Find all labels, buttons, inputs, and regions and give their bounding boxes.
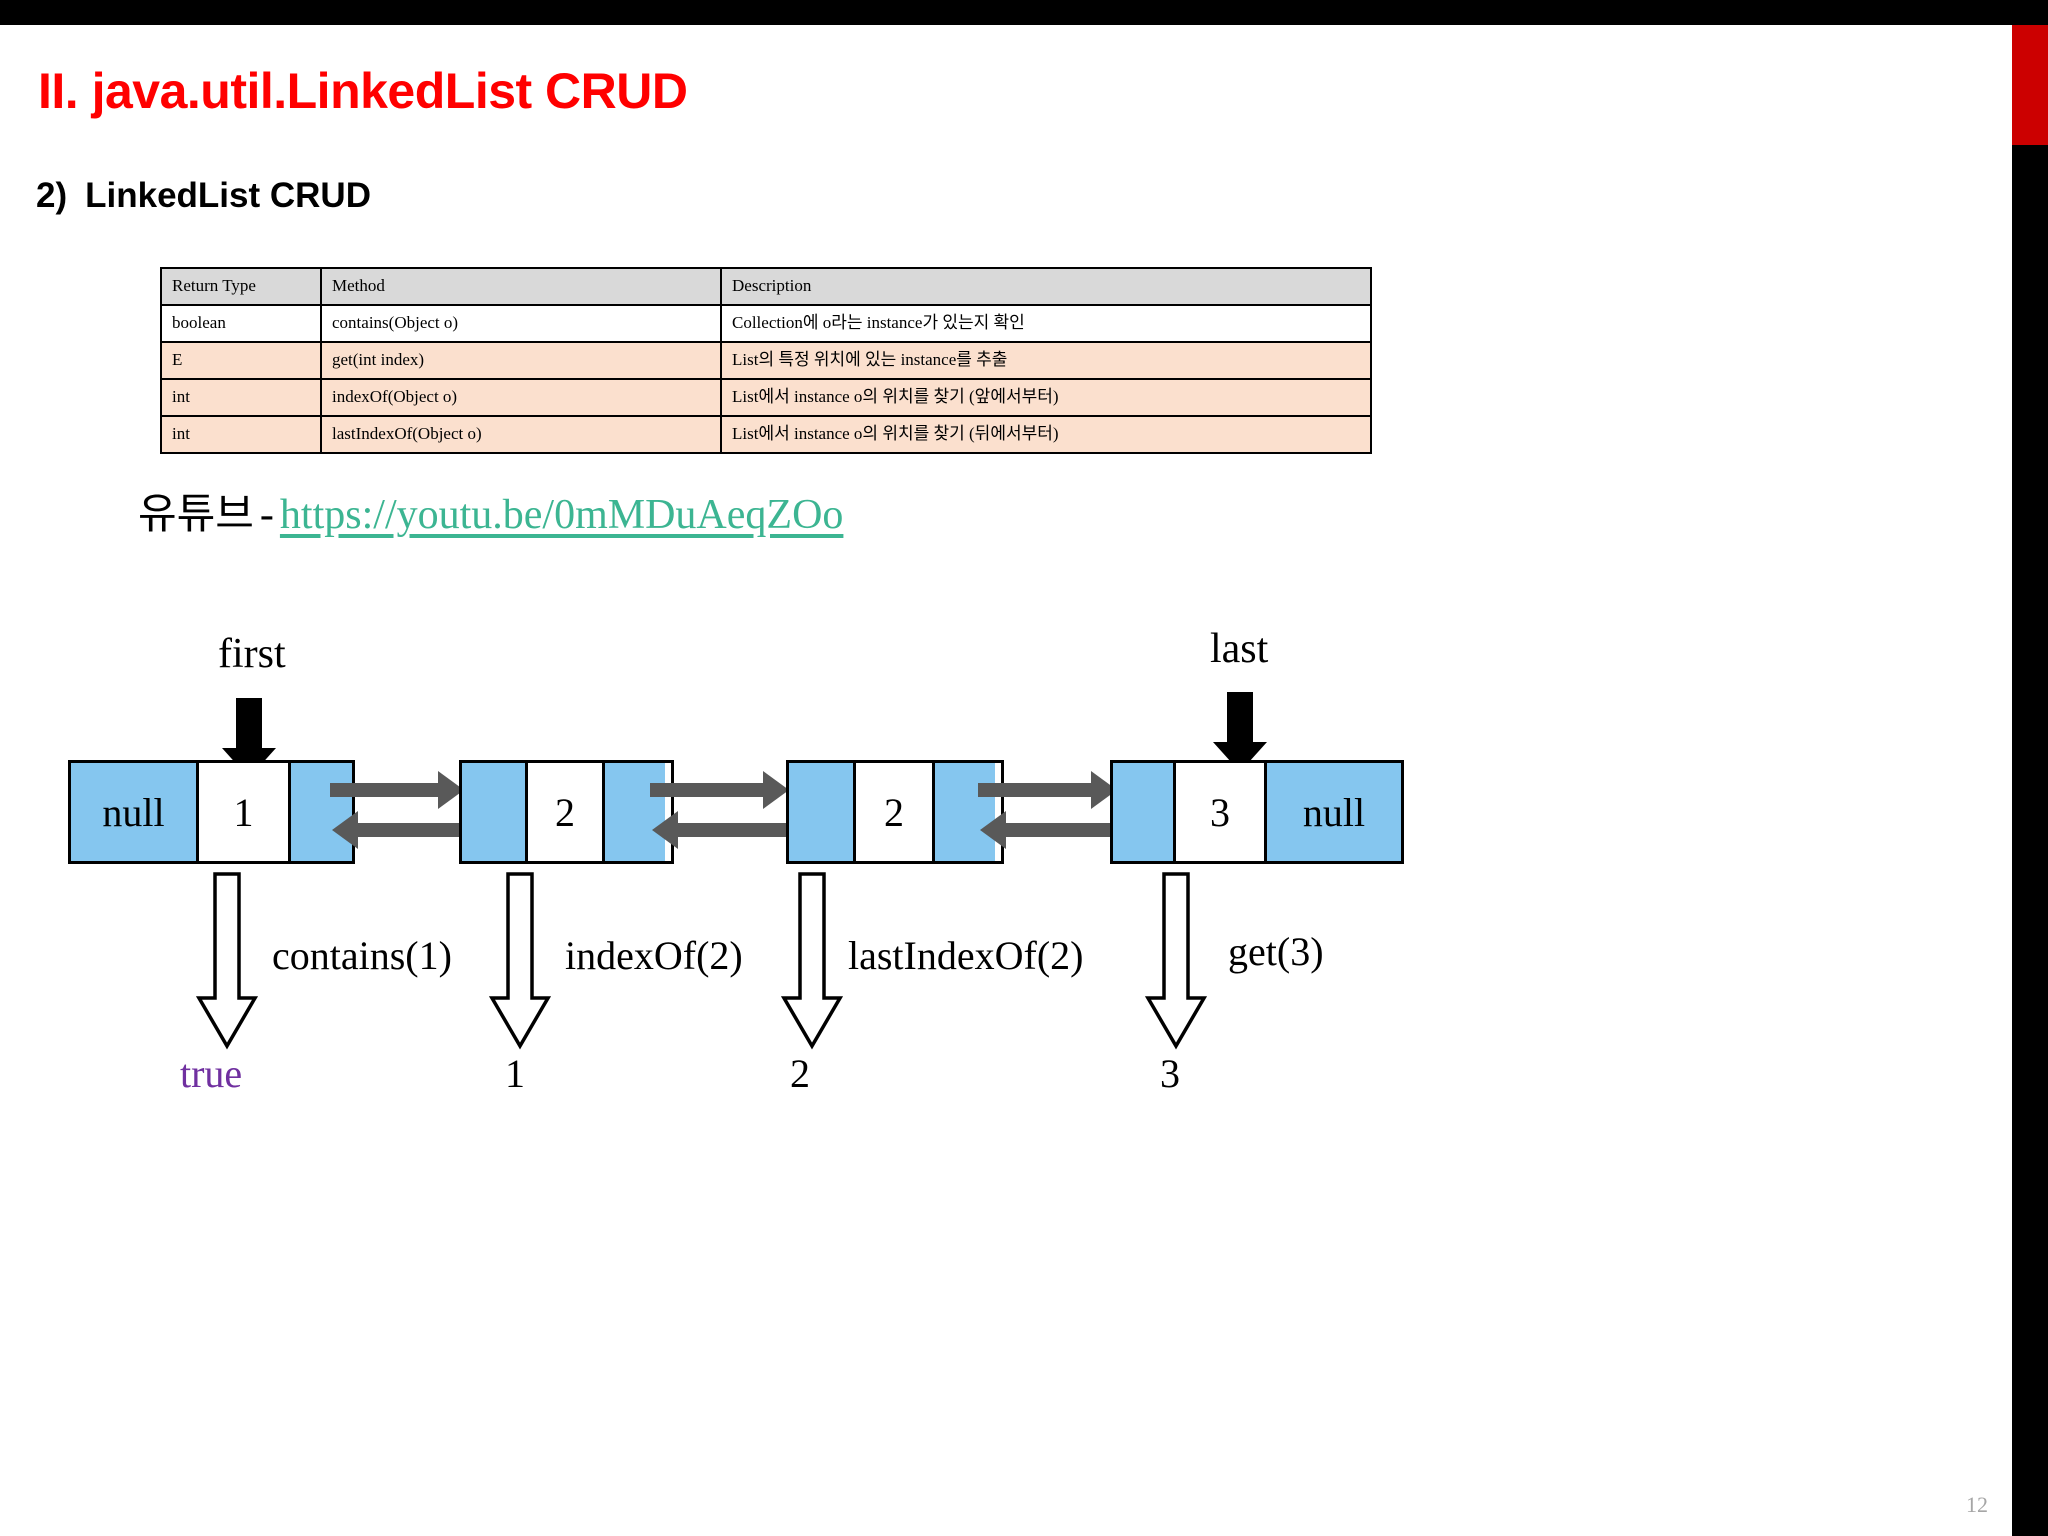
pointer-label-last: last (1210, 626, 1269, 672)
connector-arrows-3 (978, 760, 1123, 864)
cell-description: List에서 instance o의 위치를 찾기 (뒤에서부터) (720, 415, 1372, 454)
operation-label-indexof: indexOf(2) (565, 933, 743, 978)
youtube-separator: - (259, 492, 274, 538)
operation-arrow-indexof (489, 872, 551, 1050)
cell-method: lastIndexOf(Object o) (320, 415, 722, 454)
cell-description: List에서 instance o의 위치를 찾기 (앞에서부터) (720, 378, 1372, 417)
list-node: null 1 (68, 760, 355, 864)
node-prev-cell: null (71, 763, 196, 861)
section-title: LinkedList CRUD (85, 176, 371, 215)
right-red-accent-bar (2012, 25, 2048, 145)
page-title: II. java.util.LinkedList CRUD (38, 63, 688, 119)
operation-label-lastindexof: lastIndexOf(2) (848, 933, 1084, 978)
method-table: Return Type Method Description boolean c… (160, 267, 1372, 454)
operation-result-lastindexof: 2 (790, 1051, 810, 1096)
node-row: null 1 2 (0, 760, 2012, 870)
operation-arrow-get (1145, 872, 1207, 1050)
node-next-cell: null (1267, 763, 1401, 861)
cell-return-type: boolean (160, 304, 322, 343)
operation-label-get: get(3) (1228, 929, 1324, 974)
table-row: int indexOf(Object o) List에서 instance o의… (160, 378, 1372, 417)
table-row: E get(int index) List의 특정 위치에 있는 instanc… (160, 341, 1372, 380)
node-value-cell: 1 (196, 763, 291, 861)
cell-method: contains(Object o) (320, 304, 722, 343)
operation-result-get: 3 (1160, 1051, 1180, 1096)
node-value-cell: 3 (1173, 763, 1267, 861)
connector-arrows-2 (650, 760, 795, 864)
cell-method: get(int index) (320, 341, 722, 380)
operation-label-contains: contains(1) (272, 933, 452, 978)
table-row: int lastIndexOf(Object o) List에서 instanc… (160, 415, 1372, 454)
section-number: 2) (36, 176, 68, 215)
operation-arrow-lastindexof (781, 872, 843, 1050)
node-value-cell: 2 (853, 763, 935, 861)
list-node: 2 (459, 760, 674, 864)
cell-description: List의 특정 위치에 있는 instance를 추출 (720, 341, 1372, 380)
cell-return-type: int (160, 378, 322, 417)
table-header-row: Return Type Method Description (160, 267, 1372, 306)
node-prev-cell (1113, 763, 1173, 861)
section-heading: 2) LinkedList CRUD (36, 176, 371, 216)
right-black-bar (2012, 145, 2048, 1536)
list-node: 2 (786, 760, 1004, 864)
cell-return-type: int (160, 415, 322, 454)
column-header-description: Description (720, 267, 1372, 306)
table-row: boolean contains(Object o) Collection에 o… (160, 304, 1372, 343)
top-black-bar (0, 0, 2048, 25)
column-header-method: Method (320, 267, 722, 306)
linked-list-diagram: first last null 1 (0, 600, 2012, 1530)
youtube-label: 유튜브 (138, 492, 254, 538)
operation-result-contains: true (180, 1051, 243, 1096)
operation-result-indexof: 1 (505, 1051, 525, 1096)
column-header-return-type: Return Type (160, 267, 322, 306)
pointer-label-first: first (218, 631, 286, 677)
operation-arrow-contains (196, 872, 258, 1050)
cell-return-type: E (160, 341, 322, 380)
youtube-link[interactable]: https://youtu.be/0mMDuAeqZOo (279, 492, 844, 538)
cell-method: indexOf(Object o) (320, 378, 722, 417)
connector-arrows-1 (330, 760, 470, 864)
node-value-cell: 2 (525, 763, 605, 861)
list-node: 3 null (1110, 760, 1404, 864)
youtube-reference-line: 유튜브-https://youtu.be/0mMDuAeqZOo (138, 480, 843, 541)
cell-description: Collection에 o라는 instance가 있는지 확인 (720, 304, 1372, 343)
node-prev-cell (789, 763, 853, 861)
node-prev-cell (462, 763, 525, 861)
page-number: 12 (1966, 1492, 1988, 1517)
